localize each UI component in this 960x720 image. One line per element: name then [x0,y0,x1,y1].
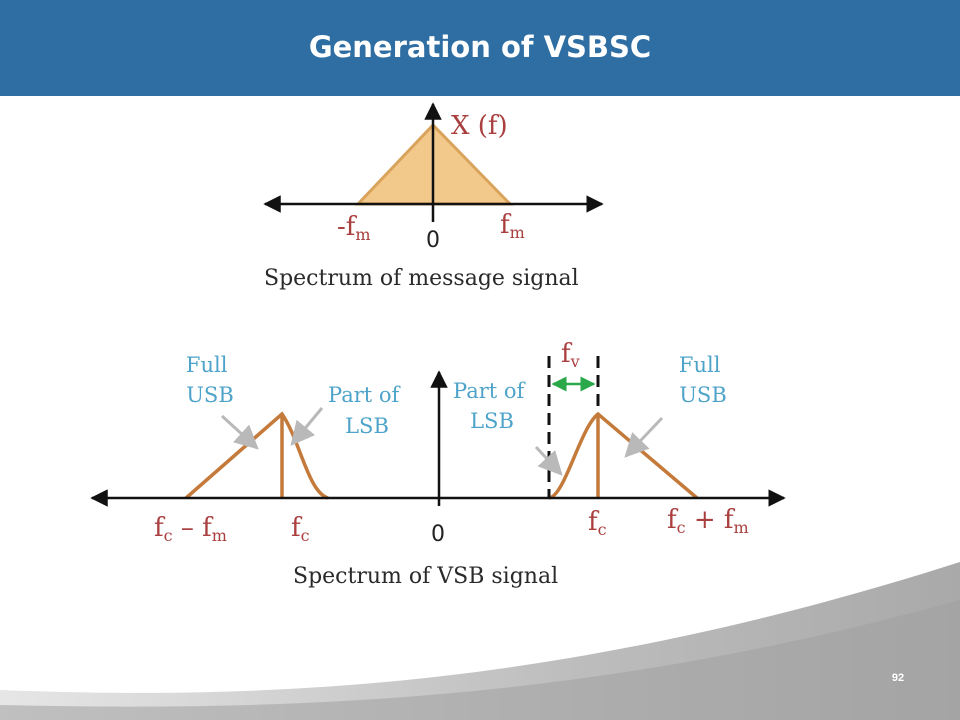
title-bar [0,0,960,96]
left-full-usb-label: Full USB [186,353,234,407]
message-caption: Spectrum of message signal [264,266,579,291]
right-part-lsb-label: Part of LSB [453,379,531,433]
right-sideband-shape [548,411,699,500]
tick-fc-minus-fm: fc – fm [154,513,227,545]
pointer-right-usb [624,416,664,458]
message-origin: 0 [426,228,440,253]
pointer-right-lsb [534,445,563,476]
right-full-usb-label: Full USB [679,353,727,407]
tick-right-fc: fc [588,507,607,539]
vsb-caption: Spectrum of VSB signal [293,564,558,589]
left-part-lsb-label: Part of LSB [328,383,406,438]
pointer-left-usb [220,414,259,450]
message-spectrum: X (f) -fm 0 fm Spectrum of message signa… [263,102,604,291]
pointer-left-lsb [290,407,324,446]
fv-label: fv [561,339,580,371]
page-number: 92 [891,672,905,684]
slide-title: Generation of VSBSC [308,30,652,64]
vsb-origin: 0 [431,522,445,547]
vsb-spectrum: Full USB Part of LSB Part of LSB Full US… [90,339,786,589]
tick-fc-plus-fm: fc + fm [667,505,749,537]
tick-left-fc: fc [291,513,310,545]
message-y-label: X (f) [451,111,508,141]
message-pos-fm: fm [500,210,525,242]
message-neg-fm: -fm [337,212,371,244]
